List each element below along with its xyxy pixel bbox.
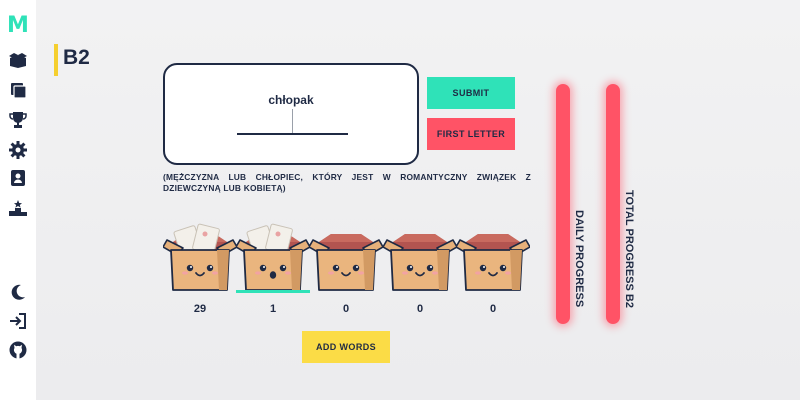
first-letter-button[interactable]: FIRST LETTER	[427, 118, 515, 150]
gear-icon[interactable]	[8, 140, 28, 160]
leitner-box-1[interactable]	[163, 222, 237, 294]
github-icon[interactable]	[8, 340, 28, 360]
leitner-box-count: 0	[416, 303, 424, 315]
level-title: B2	[63, 46, 90, 69]
word-definition: (MĘŻCZYZNA LUB CHŁOPIEC, KTÓRY JEST W RO…	[163, 172, 531, 193]
leitner-box-2[interactable]	[236, 222, 310, 294]
leitner-box-count: 0	[342, 303, 350, 315]
leitner-box-count: 29	[193, 303, 207, 315]
cards-icon[interactable]	[8, 80, 28, 100]
submit-button[interactable]: SUBMIT	[427, 77, 515, 109]
contact-icon[interactable]	[8, 168, 28, 188]
leitner-box-5[interactable]	[456, 222, 530, 294]
box-icon[interactable]	[8, 50, 28, 70]
add-words-button[interactable]: ADD WORDS	[302, 331, 390, 363]
leitner-box-count: 0	[489, 303, 497, 315]
app-logo[interactable]: M	[7, 13, 29, 38]
answer-caret	[292, 109, 293, 133]
answer-input[interactable]	[237, 133, 348, 135]
trophy-icon[interactable]	[8, 110, 28, 130]
sidebar: M	[0, 0, 36, 400]
word-card: chłopak	[163, 63, 419, 165]
total-progress-label: TOTAL PROGRESS B2	[623, 190, 635, 308]
current-word: chłopak	[268, 93, 314, 107]
leitner-box-3[interactable]	[309, 222, 383, 294]
login-icon[interactable]	[8, 311, 28, 331]
level-indicator-bar	[54, 44, 58, 76]
total-progress-bar	[606, 84, 620, 324]
moon-icon[interactable]	[8, 282, 28, 302]
daily-progress-label: DAILY PROGRESS	[573, 210, 585, 308]
daily-progress-bar	[556, 84, 570, 324]
leitner-box-4[interactable]	[383, 222, 457, 294]
selected-box-indicator	[236, 290, 310, 293]
leitner-box-count: 1	[269, 303, 277, 315]
podium-icon[interactable]	[8, 198, 28, 218]
